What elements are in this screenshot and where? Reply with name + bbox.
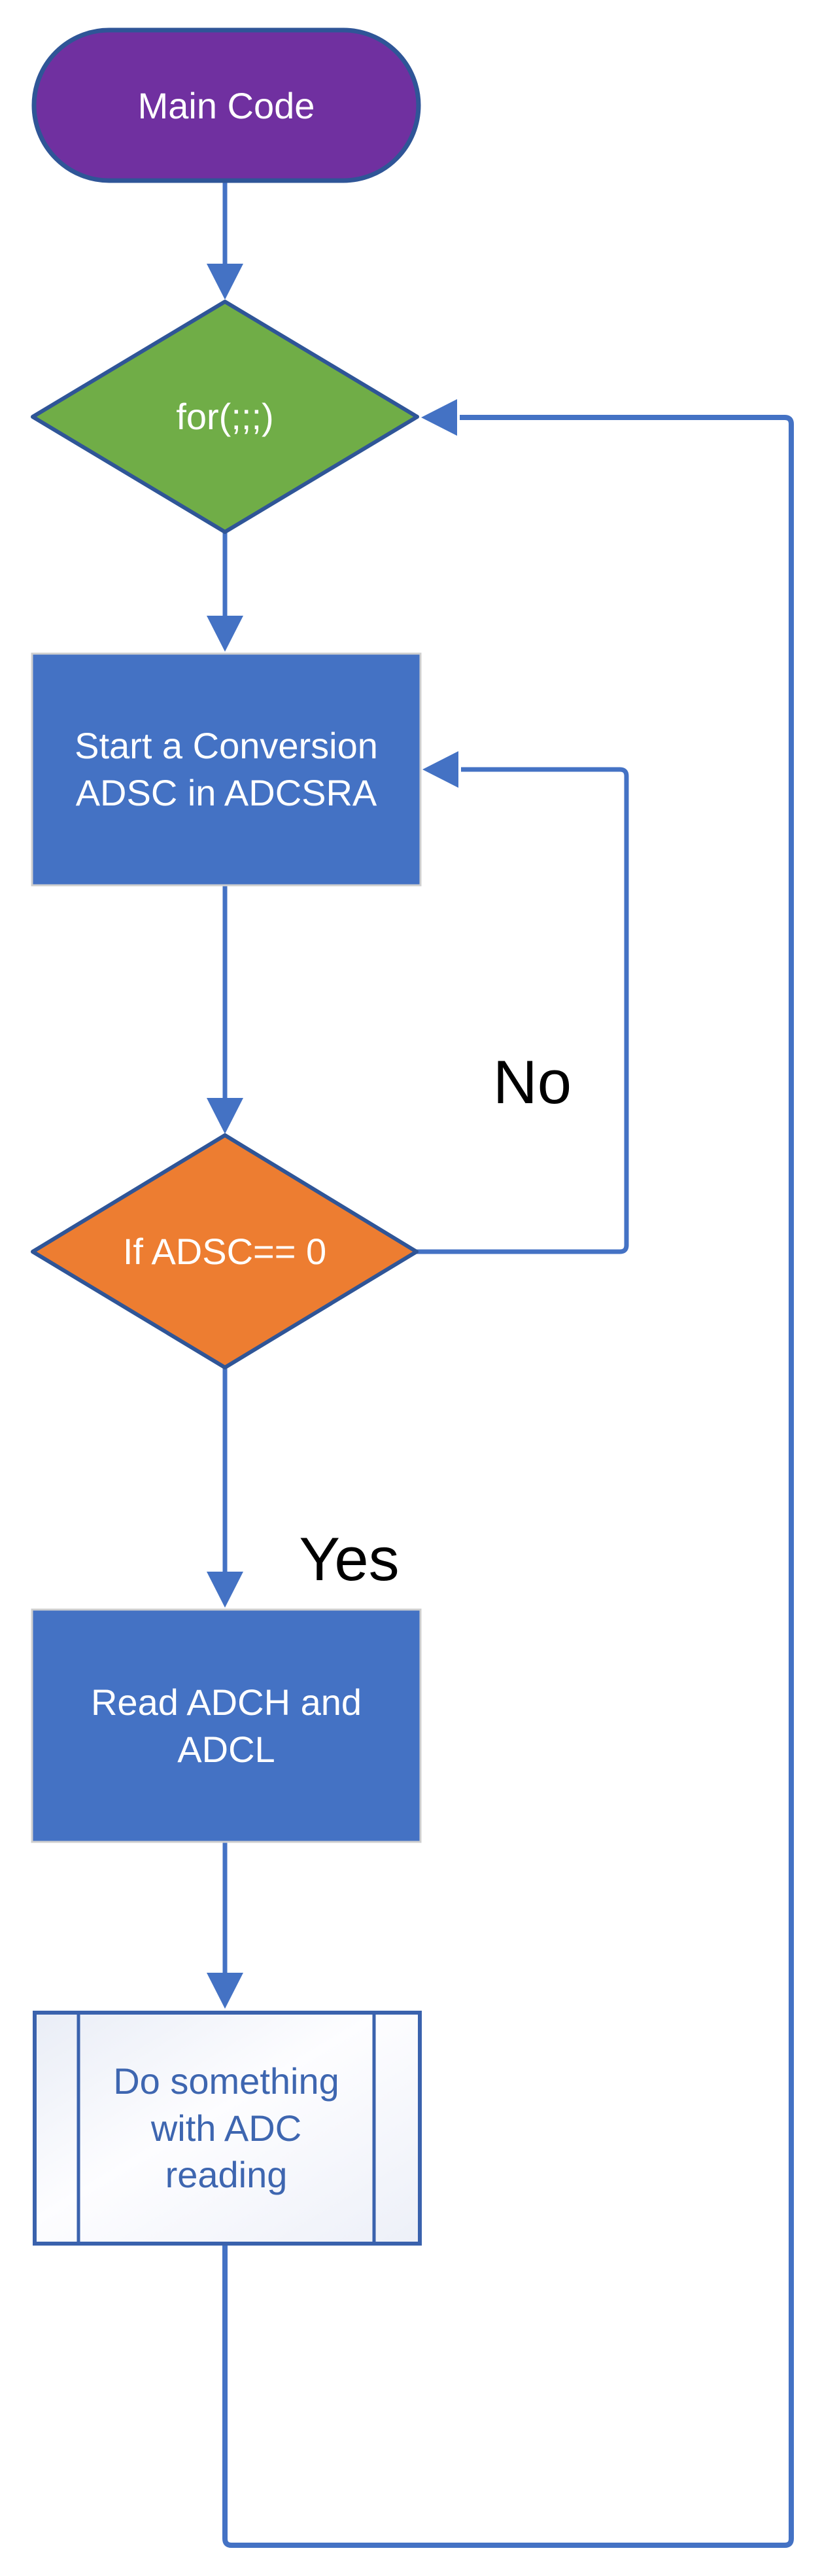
edge-yes-arrowhead: [207, 1572, 243, 1608]
node-do-something: [33, 2011, 422, 2246]
edge-start-to-if-arrowhead: [207, 1098, 243, 1134]
node-do-something-body: [33, 2011, 422, 2246]
edge-yes-label: Yes: [284, 1507, 415, 1612]
node-start-conversion: [31, 652, 422, 887]
edge-for-to-start-arrowhead: [207, 616, 243, 652]
edge-no-text: No: [492, 1048, 572, 1116]
edge-read-to-do-arrowhead: [207, 1973, 243, 2009]
node-read-adc: [31, 1608, 422, 1843]
edge-no-loop: [417, 751, 629, 1254]
edge-yes-text: Yes: [299, 1525, 400, 1593]
edge-main-to-for-arrowhead: [207, 264, 243, 300]
node-if-adsc: [31, 1133, 419, 1369]
edge-yes: [207, 1367, 243, 1608]
edge-outer-loop: [222, 399, 794, 2548]
edge-no-label: No: [467, 1030, 598, 1135]
edge-read-to-do: [207, 1842, 243, 2009]
edge-for-to-start: [207, 532, 243, 652]
edge-start-to-if: [207, 885, 243, 1134]
edge-outer-loop-line: [222, 415, 794, 2548]
node-for-loop: [31, 300, 419, 534]
edge-main-to-for: [207, 181, 243, 300]
node-main-code: [31, 27, 421, 183]
edge-outer-loop-arrowhead: [421, 399, 457, 436]
edge-no-loop-line: [417, 767, 629, 1254]
edge-no-loop-arrowhead: [422, 751, 458, 788]
